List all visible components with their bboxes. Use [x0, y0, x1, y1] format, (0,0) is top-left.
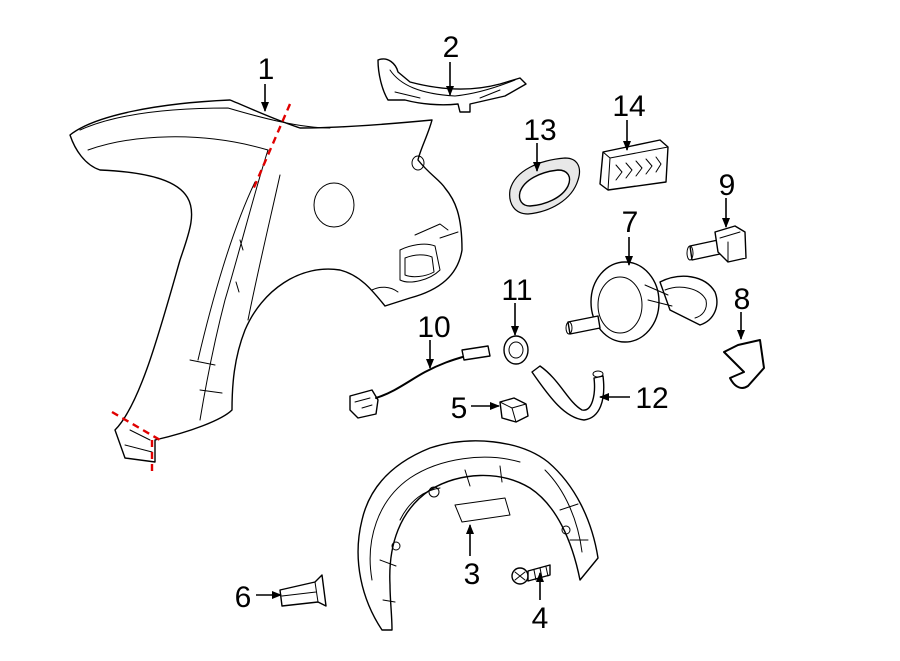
callout-2: 2: [443, 31, 460, 64]
leader-arrows: [256, 62, 745, 600]
callout-6: 6: [235, 581, 252, 614]
callout-4: 4: [532, 602, 549, 635]
fuel-door-housing: [565, 261, 718, 343]
screw: [511, 564, 551, 585]
spring: [723, 339, 765, 389]
trunk-bracket: [377, 58, 527, 113]
callout-12: 12: [635, 382, 668, 415]
grommet: [503, 335, 529, 365]
drain-hose: [531, 365, 605, 421]
retainer: [279, 574, 327, 607]
cut-line-roof: [250, 103, 292, 193]
callout-7: 7: [622, 206, 639, 239]
callout-1: 1: [258, 53, 275, 86]
fuel-door: [509, 157, 581, 215]
callout-10: 10: [417, 311, 450, 344]
wheel-liner: [357, 440, 599, 631]
release-cable: [349, 345, 491, 419]
callout-5: 5: [451, 392, 468, 425]
clip: [499, 397, 529, 423]
callout-8: 8: [734, 283, 751, 316]
callout-9: 9: [719, 169, 736, 202]
callout-14: 14: [612, 90, 645, 123]
callout-3: 3: [464, 558, 481, 591]
callout-13: 13: [523, 114, 556, 147]
quarter-panel: [69, 99, 463, 463]
actuator: [686, 225, 747, 263]
pressure-vent: [599, 139, 669, 191]
cut-line-rocker: [111, 410, 161, 472]
callout-labels: 1 2 3 4 5 6 7 8 9 10 11 12 13 14: [235, 31, 751, 635]
callout-11: 11: [501, 274, 532, 307]
